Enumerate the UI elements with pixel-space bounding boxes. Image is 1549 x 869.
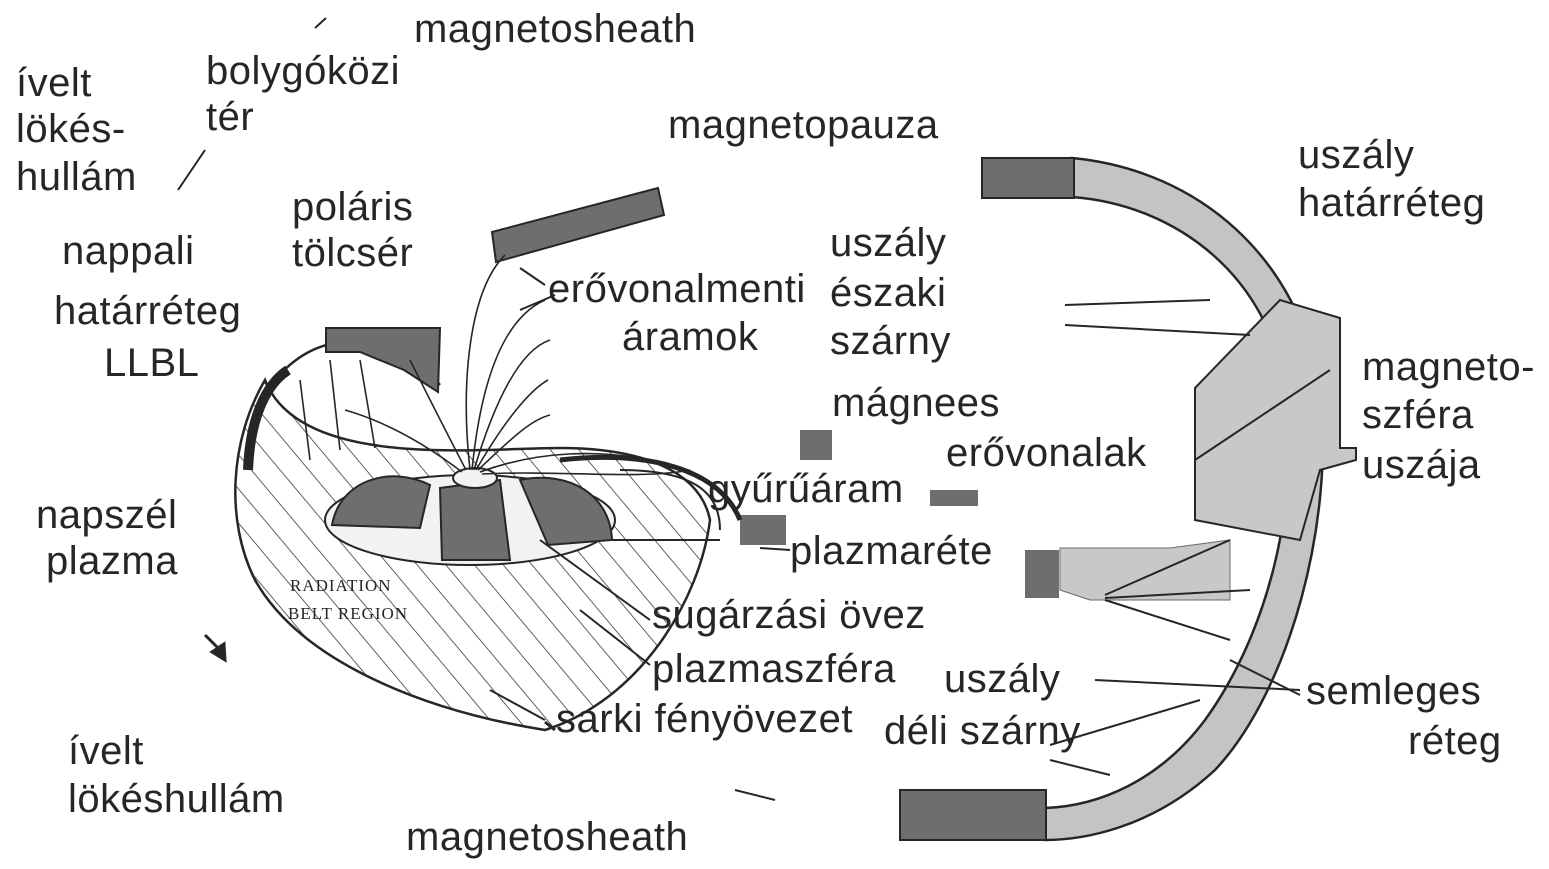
label-magneto-1: magneto-	[1362, 344, 1535, 390]
label-nappali-1: nappali	[62, 228, 195, 274]
label-uszaly-eszaki-3: szárny	[830, 318, 951, 364]
label-magnees: mágnees	[832, 380, 1000, 426]
label-uszaly-deli-2: déli szárny	[884, 708, 1081, 754]
label-magneto-2: szféra	[1362, 392, 1474, 438]
marker-block-1	[800, 430, 832, 460]
label-radiation-2: BELT REGION	[288, 602, 408, 626]
label-sarki: sarki fényövezet	[556, 696, 853, 742]
polar-cusp-block	[326, 328, 440, 392]
label-sugarzasi: sugárzási övez	[652, 592, 926, 638]
label-nappali-3: LLBL	[104, 340, 199, 386]
label-uszaly-deli-1: uszály	[944, 656, 1060, 702]
label-polaris-2: tölcsér	[292, 230, 413, 276]
label-uszaly-hatar-2: határréteg	[1298, 180, 1485, 226]
label-erovonalak: erővonalak	[946, 430, 1147, 476]
magnetopause-top-block	[492, 188, 664, 262]
label-uszaly-eszaki-2: északi	[830, 270, 946, 316]
label-napszel-2: plazma	[46, 538, 178, 584]
label-magnetosheath-top: magnetosheath	[414, 6, 696, 52]
marker-block-2	[930, 490, 978, 506]
label-uszaly-eszaki-1: uszály	[830, 220, 946, 266]
tail-boundary-top-block	[982, 158, 1074, 198]
earth-dark-segment-2	[440, 480, 510, 560]
plasma-sheet-region	[1060, 540, 1230, 600]
label-erovonalmenti-1: erővonalmenti	[548, 266, 806, 312]
marker-block-3	[740, 515, 786, 545]
label-gyuruaram: gyűrűáram	[708, 466, 904, 512]
label-plazmaszfera: plazmaszféra	[652, 646, 896, 692]
tail-lobe-region	[1195, 300, 1356, 540]
label-bolygokozi-1: bolygóközi	[206, 48, 400, 94]
label-uszaly-hatar-1: uszály	[1298, 132, 1414, 178]
label-magneto-3: uszája	[1362, 442, 1481, 488]
label-semleges-1: semleges	[1306, 668, 1481, 714]
label-nappali-2: határréteg	[54, 288, 241, 334]
label-magnetosheath-bottom: magnetosheath	[406, 814, 688, 860]
plasma-sheet-dark-block	[1025, 550, 1059, 598]
label-bolygokozi-2: tér	[206, 94, 254, 140]
label-ivelt-bottom-1: ívelt	[68, 728, 144, 774]
label-ivelt-top-2: lökés-	[16, 106, 126, 152]
label-plazmarete: plazmaréte	[790, 528, 993, 574]
label-magnetopauza: magnetopauza	[668, 102, 939, 148]
tail-boundary-bottom-block	[900, 790, 1046, 840]
label-semleges-2: réteg	[1408, 718, 1502, 764]
label-ivelt-top-3: hullám	[16, 154, 137, 200]
label-radiation-1: RADIATION	[290, 574, 392, 598]
label-ivelt-top-1: ívelt	[16, 60, 92, 106]
label-napszel-1: napszél	[36, 492, 177, 538]
label-polaris-1: poláris	[292, 184, 413, 230]
label-ivelt-bottom-2: lökéshullám	[68, 776, 285, 822]
label-erovonalmenti-2: áramok	[622, 314, 758, 360]
